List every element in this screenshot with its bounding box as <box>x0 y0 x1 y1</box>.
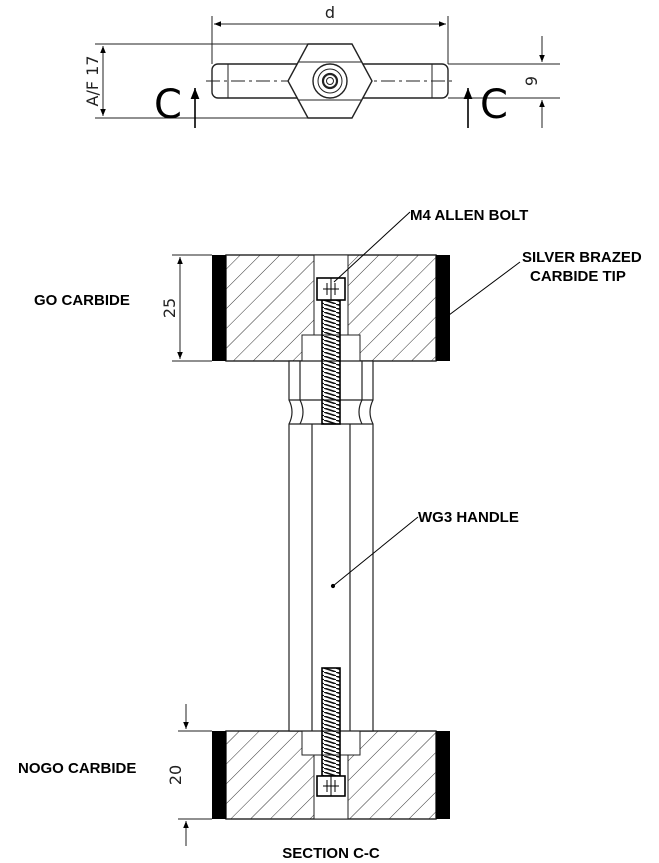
bolt-socket <box>326 77 334 85</box>
go-carbide-tip-right <box>436 255 450 361</box>
dim-25-label: 25 <box>160 298 179 318</box>
section-view <box>172 211 521 846</box>
dim-af-label: A/F 17 <box>83 56 102 107</box>
dim-20 <box>178 704 212 846</box>
label-go-carbide: GO CARBIDE <box>34 292 130 309</box>
hex-nut <box>287 43 373 119</box>
label-carbide-tip: CARBIDE TIP <box>530 268 626 285</box>
leaders <box>330 211 521 589</box>
dim-d-label: d <box>325 3 335 22</box>
nogo-carbide-tip-right <box>436 731 450 819</box>
leader-handle <box>332 516 419 587</box>
section-title: SECTION C-C <box>282 845 380 862</box>
bolt-head-outer <box>312 63 348 99</box>
upper-bolt <box>316 277 346 425</box>
leader-silver <box>444 261 521 319</box>
nogo-carbide-tip-left <box>212 731 226 819</box>
go-carbide-tip-left <box>212 255 226 361</box>
label-silver-brazed: SILVER BRAZED <box>522 249 642 266</box>
top-view <box>95 16 560 128</box>
section-letter-right: C <box>480 82 508 128</box>
lower-bolt <box>316 667 346 797</box>
dim-25 <box>172 254 212 362</box>
dim-9-label: 9 <box>522 76 541 86</box>
section-letter-left: C <box>154 82 182 128</box>
label-m4-allen-bolt: M4 ALLEN BOLT <box>410 207 528 224</box>
bolt-head-mid <box>317 68 343 94</box>
label-wg3-handle: WG3 HANDLE <box>418 509 519 526</box>
leader-m4 <box>333 211 411 283</box>
wg3-handle <box>288 360 374 732</box>
dim-20-label: 20 <box>166 765 185 785</box>
label-nogo-carbide: NOGO CARBIDE <box>18 760 136 777</box>
bolt-head-inner <box>321 72 339 90</box>
